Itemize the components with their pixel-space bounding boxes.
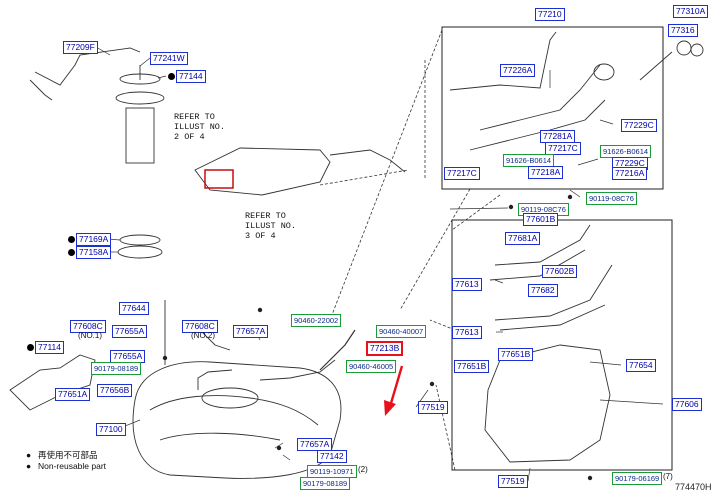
part-label-77654[interactable]: 77654 xyxy=(626,359,656,372)
part-label-90179-06169[interactable]: 90179-06169 xyxy=(612,472,663,485)
part-label-77613-2[interactable]: 77613 xyxy=(452,326,482,339)
illustration-code: 774470H xyxy=(675,482,712,492)
part-label-77210[interactable]: 77210 xyxy=(535,8,565,21)
tank-protector-group-frame xyxy=(451,219,673,471)
part-label-77218A[interactable]: 77218A xyxy=(528,166,564,179)
part-label-77644[interactable]: 77644 xyxy=(119,302,149,315)
qty-2-note: (2) xyxy=(358,465,368,474)
part-label-77226A[interactable]: 77226A xyxy=(500,64,536,77)
bracket-illustration xyxy=(9,354,96,411)
fuel-inlet-group-frame xyxy=(441,26,664,190)
part-label-77229C-1[interactable]: 77229C xyxy=(621,119,657,132)
no1-note: (NO.1) xyxy=(78,331,102,340)
part-label-77281A[interactable]: 77281A xyxy=(540,130,576,143)
part-label-77651B-2[interactable]: 77651B xyxy=(454,360,490,373)
part-label-77681A[interactable]: 77681A xyxy=(505,232,541,245)
non-reusable-icon xyxy=(27,344,34,351)
part-label-77142[interactable]: 77142 xyxy=(317,450,347,463)
qty-7-note: (7) xyxy=(663,472,673,481)
part-label-77144[interactable]: 77144 xyxy=(176,70,206,83)
part-label-77657A-2[interactable]: 77657A xyxy=(297,438,333,451)
part-label-77613-1[interactable]: 77613 xyxy=(452,278,482,291)
no2-note: (NO.2) xyxy=(191,331,215,340)
part-label-77608C-left[interactable]: 77608C xyxy=(70,320,106,333)
part-label-77310A[interactable]: 77310A xyxy=(673,5,709,18)
part-label-90460-46005[interactable]: 90460-46005 xyxy=(346,360,397,373)
inlet-pipe-illustration xyxy=(449,31,704,151)
part-label-90179-08189-a[interactable]: 90179-08189 xyxy=(91,362,142,375)
part-label-77657A-1[interactable]: 77657A xyxy=(233,325,269,338)
part-label-77217C-1[interactable]: 77217C xyxy=(545,142,581,155)
part-label-77100[interactable]: 77100 xyxy=(96,423,126,436)
part-label-77606[interactable]: 77606 xyxy=(672,398,702,411)
bolt-icons xyxy=(162,194,593,481)
part-label-77241W[interactable]: 77241W xyxy=(150,52,188,65)
part-label-77519-2[interactable]: 77519 xyxy=(498,475,528,488)
part-label-77519-1[interactable]: 77519 xyxy=(418,401,448,414)
protector-plate-illustration xyxy=(484,344,611,463)
part-label-77651A-1[interactable]: 77651A xyxy=(55,388,91,401)
refer-note-2-of-4: REFER TO ILLUST NO. 2 OF 4 xyxy=(174,112,226,142)
part-label-90119-08C76-1[interactable]: 90119-08C76 xyxy=(586,192,637,205)
bullet-icon: ● xyxy=(26,450,32,460)
non-reusable-icon xyxy=(168,73,175,80)
part-label-77656B[interactable]: 77656B xyxy=(97,384,133,397)
part-label-77209F[interactable]: 77209F xyxy=(63,41,98,54)
part-label-77169A[interactable]: 77169A xyxy=(76,233,112,246)
part-label-77217C-2[interactable]: 77217C xyxy=(444,167,480,180)
legend-non-reusable-en: ● Non-reusable part xyxy=(26,461,106,471)
non-reusable-icon xyxy=(68,236,75,243)
hose-illustration xyxy=(319,329,356,371)
fuel-pump-illustration xyxy=(115,65,165,259)
part-label-90119-10971[interactable]: 90119-10971 xyxy=(307,465,357,478)
part-label-77682[interactable]: 77682 xyxy=(528,284,558,297)
fuel-line-illustration xyxy=(34,47,141,86)
part-label-77655A-1[interactable]: 77655A xyxy=(112,325,148,338)
part-label-90460-22002[interactable]: 90460-22002 xyxy=(291,314,342,327)
part-label-77608C-right[interactable]: 77608C xyxy=(182,320,218,333)
part-label-77158A[interactable]: 77158A xyxy=(76,246,112,259)
part-label-90460-40007[interactable]: 90460-40007 xyxy=(376,325,427,338)
part-label-77602B[interactable]: 77602B xyxy=(542,265,578,278)
part-label-77213B[interactable]: 77213B xyxy=(366,341,404,356)
part-label-77216A[interactable]: 77216A xyxy=(612,167,648,180)
tank-straps-illustration xyxy=(489,224,613,331)
part-label-90179-08189-b[interactable]: 90179-08189 xyxy=(300,477,351,490)
bullet-icon: ● xyxy=(26,461,32,471)
part-label-77316[interactable]: 77316 xyxy=(668,24,698,37)
refer-note-3-of-4: REFER TO ILLUST NO. 3 OF 4 xyxy=(245,211,297,241)
canister-illustration xyxy=(194,147,406,196)
part-label-77114[interactable]: 77114 xyxy=(35,341,65,354)
part-label-77651B-1[interactable]: 77651B xyxy=(498,348,534,361)
highlight-arrow xyxy=(384,365,404,416)
legend-text-jp: 再使用不可部品 xyxy=(38,450,98,460)
non-reusable-icon xyxy=(68,249,75,256)
part-label-77601B[interactable]: 77601B xyxy=(523,213,559,226)
legend-text-en: Non-reusable part xyxy=(38,461,107,471)
legend-non-reusable-jp: ● 再使用不可部品 xyxy=(26,449,98,461)
reference-lines xyxy=(319,29,501,471)
